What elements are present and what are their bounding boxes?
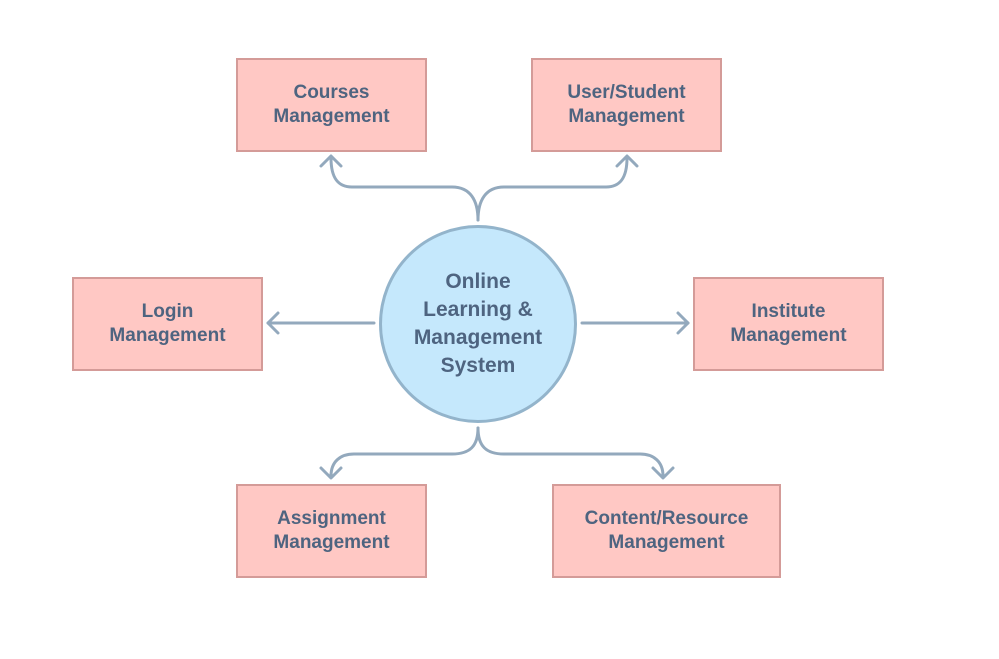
arrowhead-login: [266, 311, 280, 335]
connector-top-trunk: [329, 156, 480, 222]
node-institute-management: Institute Management: [693, 277, 884, 371]
node-login-management: Login Management: [72, 277, 263, 371]
node-label-login: Login Management: [109, 301, 226, 346]
node-label-assignment: Assignment Management: [273, 508, 390, 553]
node-label-institute: Institute Management: [730, 301, 847, 346]
connector-bottom-right: [476, 426, 665, 478]
node-assignment-management: Assignment Management: [236, 484, 427, 578]
arrowhead-assignment: [319, 466, 343, 480]
arrowhead-courses: [319, 154, 343, 168]
node-courses-management: Courses Management: [236, 58, 427, 152]
node-label-content-resource: Content/Resource Management: [584, 508, 749, 553]
arrowhead-content-resource: [651, 466, 675, 480]
connector-bottom-left: [329, 426, 480, 478]
center-node-label: Online Learning & Management System: [413, 270, 543, 377]
arrowhead-user-student: [615, 154, 639, 168]
arrowhead-institute: [676, 311, 690, 335]
center-node-olms: Online Learning & Management System: [379, 225, 577, 423]
node-label-courses: Courses Management: [273, 82, 390, 127]
node-user-student-management: User/Student Management: [531, 58, 722, 152]
connector-top-right: [476, 156, 629, 222]
node-label-user-student: User/Student Management: [567, 82, 686, 127]
node-content-resource-management: Content/Resource Management: [552, 484, 781, 578]
